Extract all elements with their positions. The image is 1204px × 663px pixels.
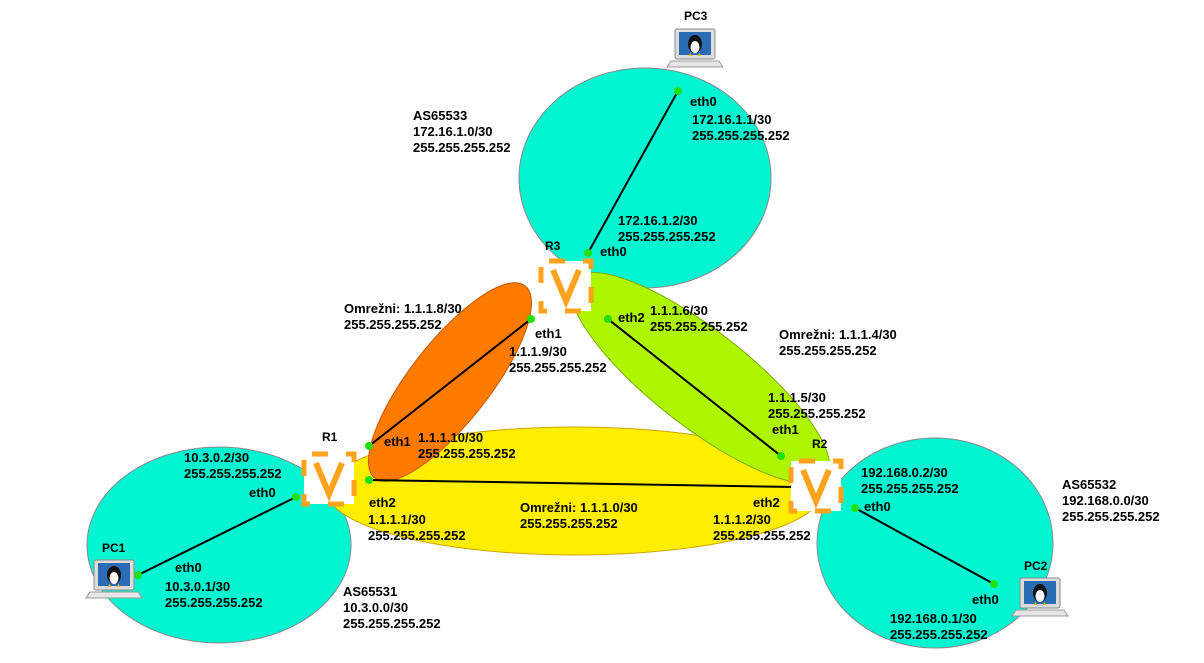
r3-eth1-name: eth1 <box>535 326 562 341</box>
r2-eth1-ip: 1.1.1.5/30 <box>768 390 826 405</box>
cable-r3-r1 <box>368 318 532 447</box>
router-r2[interactable] <box>791 461 841 511</box>
r1-eth0-name: eth0 <box>249 485 276 500</box>
link-r3-r2-net: Omrežni: 1.1.1.4/30 <box>779 327 897 342</box>
as65533-net: 172.16.1.0/30 <box>413 124 493 139</box>
router-r1[interactable] <box>304 454 354 504</box>
link-r1-r3-net: Omrežni: 1.1.1.8/30 <box>344 301 462 316</box>
r2-eth2-mask: 255.255.255.252 <box>713 528 811 543</box>
pc1-eth0-mask: 255.255.255.252 <box>165 595 263 610</box>
r3-eth2-ip: 1.1.1.6/30 <box>650 303 708 318</box>
r1-eth1-name: eth1 <box>384 434 411 449</box>
r1-eth0-mask: 255.255.255.252 <box>184 466 282 481</box>
pc1-eth0-name: eth0 <box>175 560 202 575</box>
router-r3[interactable] <box>541 261 591 311</box>
r2-eth1-name: eth1 <box>772 422 799 437</box>
as65533-zone <box>518 67 772 289</box>
as65533-name: AS65533 <box>413 108 467 123</box>
as65531-zone <box>86 446 352 644</box>
port-dot <box>851 504 859 512</box>
pc3-name: PC3 <box>684 9 708 23</box>
pc3-eth0-ip: 172.16.1.1/30 <box>692 112 772 127</box>
link-r1-r3-mask: 255.255.255.252 <box>344 317 442 332</box>
r3-eth0-ip: 172.16.1.2/30 <box>618 213 698 228</box>
pc2-eth0-name: eth0 <box>972 592 999 607</box>
link-r1-r2-mask: 255.255.255.252 <box>520 516 618 531</box>
link-r1-r2-net: Omrežni: 1.1.1.0/30 <box>520 500 638 515</box>
as65531-net: 10.3.0.0/30 <box>343 600 408 615</box>
r2-name: R2 <box>812 437 828 451</box>
as65531-mask: 255.255.255.252 <box>343 616 441 631</box>
as65532-net: 192.168.0.0/30 <box>1062 493 1149 508</box>
port-dot <box>365 476 373 484</box>
as65532-mask: 255.255.255.252 <box>1062 509 1160 524</box>
r3-eth2-mask: 255.255.255.252 <box>650 319 748 334</box>
r2-eth2-name: eth2 <box>753 495 780 510</box>
r1-eth1-mask: 255.255.255.252 <box>418 446 516 461</box>
pc1-eth0-ip: 10.3.0.1/30 <box>165 579 230 594</box>
pc2-linux-laptop-icon[interactable] <box>1011 577 1069 617</box>
r2-eth0-mask: 255.255.255.252 <box>861 481 959 496</box>
cable-r1-r2 <box>368 479 796 488</box>
r3-eth2-name: eth2 <box>618 310 645 325</box>
as65532-zone <box>816 437 1054 649</box>
r1-eth2-name: eth2 <box>369 495 396 510</box>
port-dot <box>604 315 612 323</box>
pc1-name: PC1 <box>102 541 126 555</box>
r3-eth0-mask: 255.255.255.252 <box>618 229 716 244</box>
port-dot <box>134 571 142 579</box>
cable-pc3-r3 <box>587 90 679 254</box>
pc3-eth0-name: eth0 <box>690 94 717 109</box>
pc2-eth0-ip: 192.168.0.1/30 <box>890 611 977 626</box>
as65532-name: AS65532 <box>1062 477 1116 492</box>
pc2-name: PC2 <box>1024 559 1048 573</box>
r2-eth0-ip: 192.168.0.2/30 <box>861 465 948 480</box>
as65531-name: AS65531 <box>343 584 397 599</box>
r2-eth0-name: eth0 <box>864 499 891 514</box>
as65533-mask: 255.255.255.252 <box>413 140 511 155</box>
r1-eth2-mask: 255.255.255.252 <box>368 528 466 543</box>
r3-eth1-ip: 1.1.1.9/30 <box>509 344 567 359</box>
port-dot <box>365 442 373 450</box>
port-dot <box>777 452 785 460</box>
pc3-linux-laptop-icon[interactable] <box>666 28 724 68</box>
r1-name: R1 <box>322 430 338 444</box>
link-r3-r2-mask: 255.255.255.252 <box>779 343 877 358</box>
r2-eth2-ip: 1.1.1.2/30 <box>713 512 771 527</box>
port-dot <box>990 580 998 588</box>
pc1-linux-laptop-icon[interactable] <box>85 559 143 599</box>
port-dot <box>527 315 535 323</box>
pc2-eth0-mask: 255.255.255.252 <box>890 627 988 642</box>
port-dot <box>584 249 592 257</box>
r1-eth0-ip: 10.3.0.2/30 <box>184 450 249 465</box>
cable-r3-r2 <box>607 318 782 457</box>
r2-eth1-mask: 255.255.255.252 <box>768 406 866 421</box>
r1-eth1-ip: 1.1.1.10/30 <box>418 430 483 445</box>
r3-eth0-name: eth0 <box>600 244 627 259</box>
r1-eth2-ip: 1.1.1.1/30 <box>368 512 426 527</box>
r3-name: R3 <box>545 239 561 253</box>
port-dot <box>292 493 300 501</box>
pc3-eth0-mask: 255.255.255.252 <box>692 128 790 143</box>
cable-r2-pc2 <box>854 507 995 585</box>
cable-r1-pc1 <box>137 496 297 576</box>
r3-eth1-mask: 255.255.255.252 <box>509 360 607 375</box>
port-dot <box>674 87 682 95</box>
